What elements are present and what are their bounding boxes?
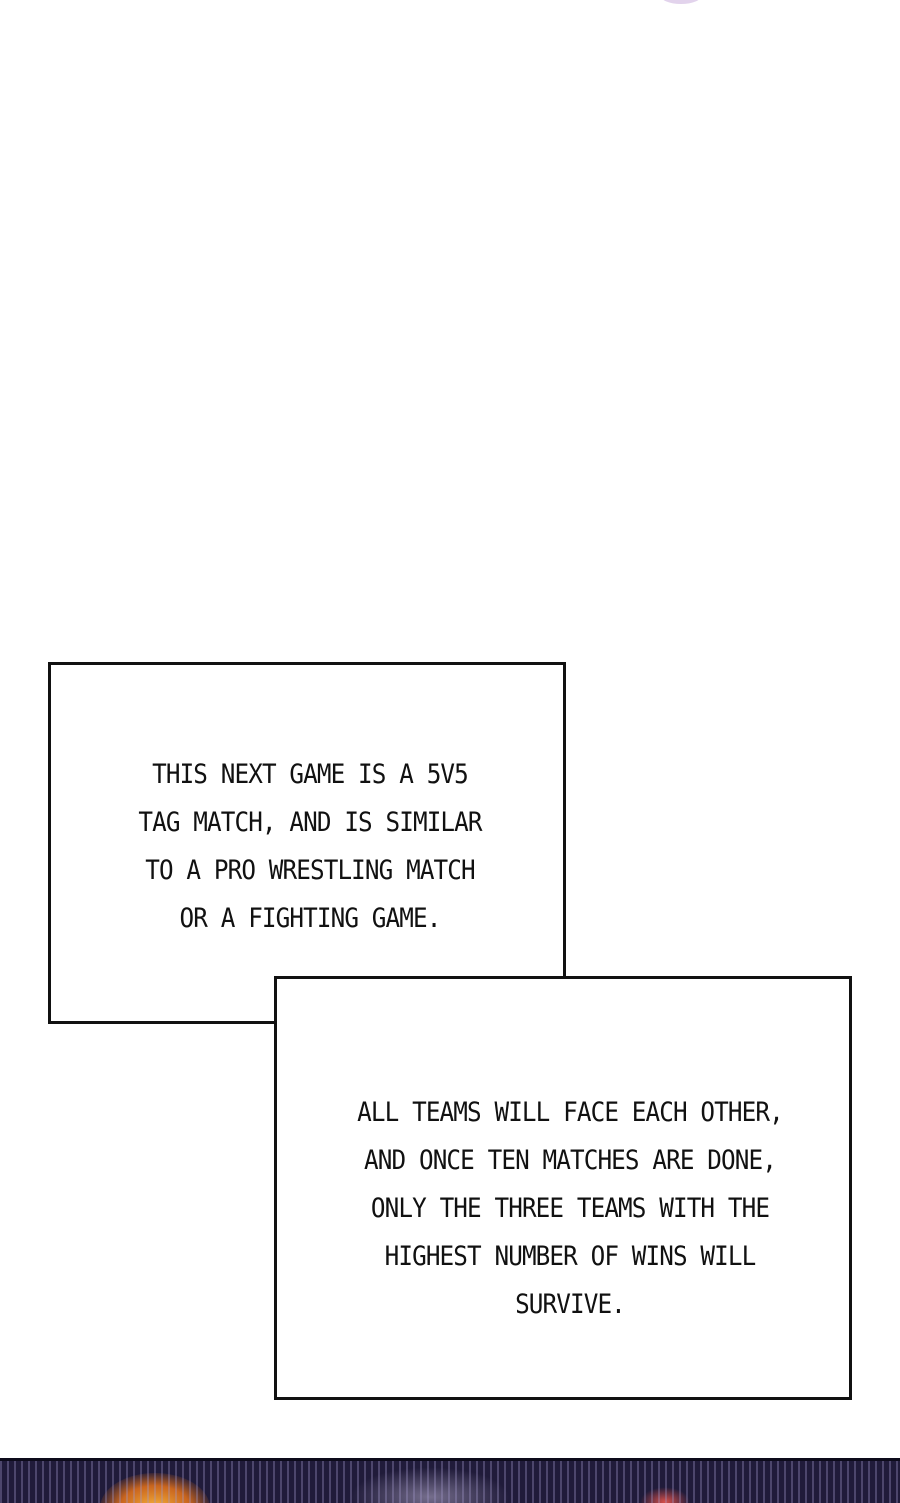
caption-box-second bbox=[274, 976, 852, 1400]
caption-line: HIGHEST NUMBER OF WINS WILL bbox=[384, 1241, 757, 1272]
red-glow bbox=[640, 1487, 690, 1503]
caption-line: SURVIVE. bbox=[515, 1289, 626, 1320]
caption-line: TAG MATCH, AND IS SIMILAR bbox=[138, 807, 482, 838]
caption-line: OR A FIGHTING GAME. bbox=[179, 903, 442, 934]
caption-line: THIS NEXT GAME IS A 5V5 bbox=[152, 759, 469, 790]
caption-line: ALL TEAMS WILL FACE EACH OTHER, bbox=[357, 1097, 784, 1128]
next-panel-art-strip bbox=[0, 1458, 900, 1503]
panel-top-edge-art bbox=[660, 0, 702, 4]
caption-line: ONLY THE THREE TEAMS WITH THE bbox=[370, 1193, 770, 1224]
caption-text-second: ALL TEAMS WILL FACE EACH OTHER, AND ONCE… bbox=[327, 1089, 813, 1329]
caption-box-join bbox=[277, 979, 563, 1021]
caption-box-first bbox=[48, 662, 566, 1024]
caption-line: TO A PRO WRESTLING MATCH bbox=[145, 855, 475, 886]
caption-text-first: THIS NEXT GAME IS A 5V5 TAG MATCH, AND I… bbox=[85, 751, 535, 943]
caption-line: AND ONCE TEN MATCHES ARE DONE, bbox=[364, 1145, 777, 1176]
vertical-stripes bbox=[0, 1461, 900, 1503]
